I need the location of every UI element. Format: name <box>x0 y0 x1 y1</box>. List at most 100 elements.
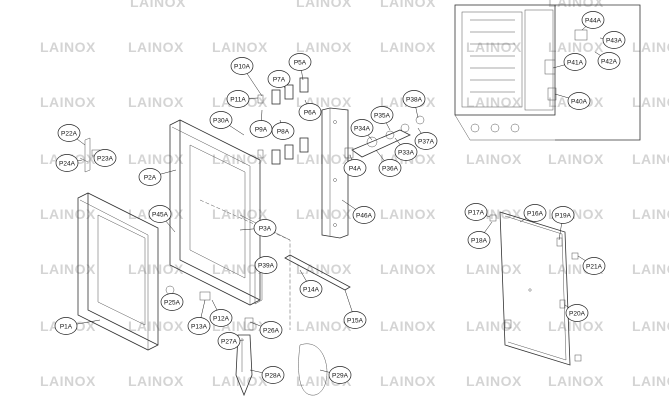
callout-bubble <box>253 219 277 237</box>
watermark-text: LAINOX <box>40 206 96 222</box>
callout-bubble <box>394 143 418 161</box>
watermark-text: LAINOX <box>212 206 268 222</box>
callout-p3a: P3A <box>239 219 277 237</box>
callout-bubble <box>352 206 376 224</box>
callout-text: P20A <box>569 310 586 317</box>
callout-text: P9A <box>255 126 268 133</box>
callout-text: P22A <box>61 130 78 137</box>
callout-p40a: P40A <box>554 92 591 110</box>
watermark-text: LAINOX <box>380 261 436 277</box>
callout-bubble <box>370 106 394 124</box>
callout-text: P6A <box>304 109 317 116</box>
callout-text: P43A <box>606 37 623 44</box>
watermark-text: LAINOX <box>380 206 436 222</box>
callout-text: P28A <box>265 372 282 379</box>
callout-p13a: P13A <box>187 299 211 335</box>
callout-p37a: P37A <box>414 127 438 150</box>
watermark-text: LAINOX <box>632 94 669 110</box>
callout-text: P3A <box>259 225 272 232</box>
watermark-text: LAINOX <box>380 318 436 334</box>
callout-p11a: P11A <box>226 90 259 108</box>
door-frame <box>169 119 261 306</box>
callout-text: P19A <box>555 212 572 219</box>
callout-text: P15A <box>347 317 364 324</box>
watermark-text: LAINOX <box>380 0 436 10</box>
callout-text: P39A <box>258 262 275 269</box>
callout-p12a: P12A <box>209 299 233 327</box>
watermark-text: LAINOX <box>466 318 522 334</box>
callout-p24a: P24A <box>55 154 83 172</box>
watermark-text: LAINOX <box>632 151 669 167</box>
callout-text: P8A <box>277 128 290 135</box>
callout-bubble <box>464 203 488 221</box>
callout-bubble <box>328 366 352 384</box>
hinge-bar <box>321 107 349 239</box>
callout-text: P35A <box>374 112 391 119</box>
callout-bubble <box>148 205 172 223</box>
watermark-text: LAINOX <box>128 261 184 277</box>
callout-p27a: P27A <box>217 332 245 350</box>
callout-p15a: P15A <box>343 289 367 329</box>
callout-bubble <box>567 92 591 110</box>
callout-text: P10A <box>234 63 251 70</box>
callout-bubble <box>343 159 367 177</box>
callout-text: P27A <box>221 338 238 345</box>
callout-text: P11A <box>230 96 246 103</box>
callout-p1a: P1A <box>54 317 101 335</box>
callout-text: P42A <box>601 58 618 65</box>
callout-p43a: P43A <box>599 31 626 49</box>
callout-p46a: P46A <box>341 199 376 224</box>
callout-p26a: P26A <box>249 321 283 339</box>
watermark-text: LAINOX <box>130 0 186 10</box>
watermark-text: LAINOX <box>128 318 184 334</box>
callout-bubble <box>217 332 241 350</box>
watermark-text: LAINOX <box>40 39 96 55</box>
callout-bubble <box>378 159 402 177</box>
callout-text: P18A <box>471 237 488 244</box>
callout-bubble <box>249 120 273 138</box>
callout-p22a: P22A <box>57 124 86 146</box>
callout-bubble <box>267 70 291 88</box>
callout-p36a: P36A <box>375 149 402 177</box>
watermark-text: LAINOX <box>40 373 96 389</box>
callout-bubble <box>602 31 626 49</box>
watermark-text: LAINOX <box>296 318 352 334</box>
callout-text: P33A <box>398 149 415 156</box>
callout-text: P24A <box>59 160 76 167</box>
callout-p7a: P7A <box>267 70 291 89</box>
watermark-text: LAINOX <box>128 373 184 389</box>
callout-p6a: P6A <box>298 99 322 121</box>
callout-bubble <box>402 90 426 108</box>
watermark-text: LAINOX <box>548 151 604 167</box>
callout-text: P14A <box>303 286 320 293</box>
callout-p4a: P4A <box>343 154 367 177</box>
hinge-blocks <box>257 77 309 165</box>
callout-p45a: P45A <box>148 205 176 233</box>
callout-bubble <box>343 311 367 329</box>
callout-bubble <box>523 204 547 222</box>
side-panel <box>489 211 582 366</box>
watermark-text: LAINOX <box>212 373 268 389</box>
callout-bubble <box>138 168 162 186</box>
callout-bubble <box>597 52 621 70</box>
callout-p21a: P21A <box>577 255 606 275</box>
callout-bubble <box>160 293 184 311</box>
callout-p34a: P34A <box>350 119 374 141</box>
callout-bubble <box>582 257 606 275</box>
callout-text: P30A <box>213 117 230 124</box>
callout-bubble <box>581 11 605 29</box>
watermark-text: LAINOX <box>466 373 522 389</box>
watermark-text: LAINOX <box>380 373 436 389</box>
callout-text: P37A <box>418 138 435 145</box>
callout-text: P1A <box>60 323 73 330</box>
callout-text: P45A <box>152 211 169 218</box>
callout-p33a: P33A <box>394 137 418 161</box>
callout-text: P38A <box>406 96 423 103</box>
watermark-text: LAINOX <box>212 151 268 167</box>
watermark-text: LAINOX <box>466 94 522 110</box>
watermark-text: LAINOX <box>296 39 352 55</box>
watermark-text: LAINOX <box>548 373 604 389</box>
callout-p5a: P5A <box>288 53 312 81</box>
callout-bubble <box>350 119 374 137</box>
